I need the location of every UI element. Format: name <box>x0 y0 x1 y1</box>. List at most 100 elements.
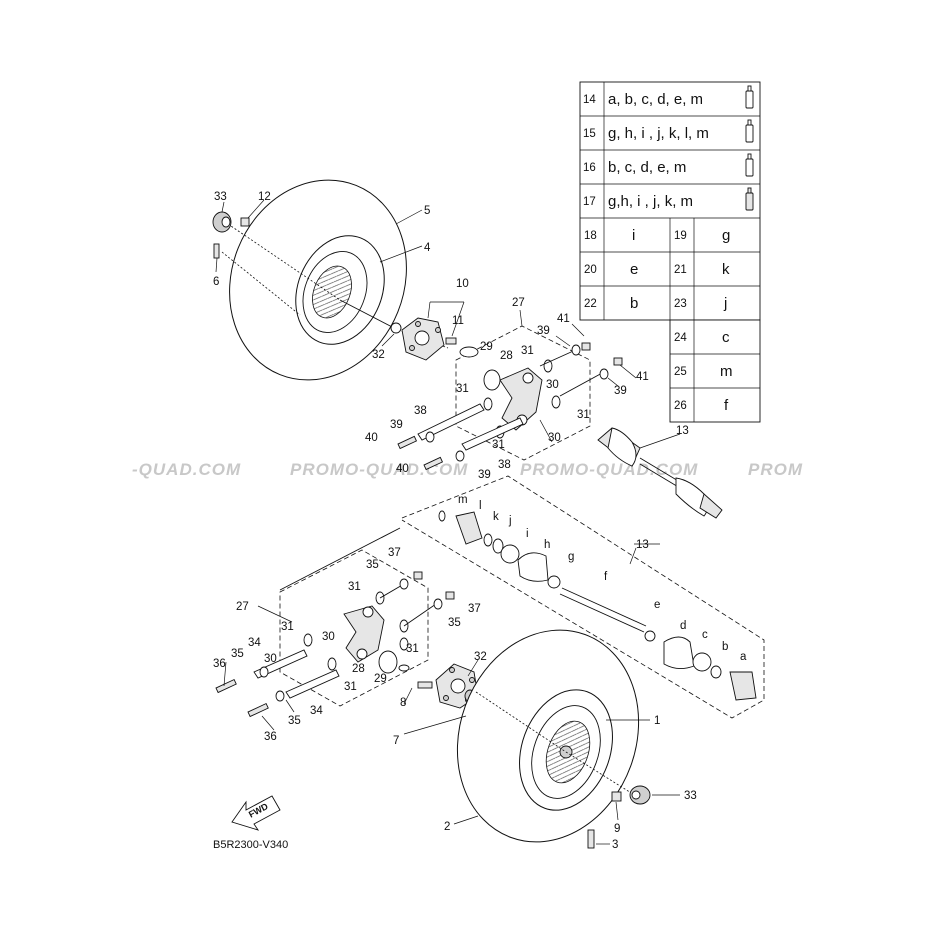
callout-m: m <box>458 494 468 506</box>
upper-wheel-assembly <box>212 179 457 381</box>
callout-40: 40 <box>396 463 409 475</box>
callout-k: k <box>493 511 499 523</box>
callout-38: 38 <box>414 405 427 417</box>
callout-41: 41 <box>557 313 570 325</box>
callout-l: l <box>479 500 482 512</box>
legend-row-number: 18 <box>584 230 597 242</box>
nut <box>413 571 423 580</box>
wheel-stud <box>417 681 433 689</box>
legend-row-letter: b <box>630 295 638 312</box>
callout-j: j <box>508 515 512 527</box>
nut <box>613 357 623 366</box>
lower-knuckle-group <box>215 527 455 718</box>
bushing <box>543 359 553 373</box>
pivot-bolt <box>397 403 485 450</box>
callout-28: 28 <box>352 663 365 675</box>
callout-41: 41 <box>636 371 649 383</box>
callout-31: 31 <box>348 581 361 593</box>
callout-35: 35 <box>366 559 379 571</box>
callout-6: 6 <box>213 276 219 288</box>
legend-row-number: 23 <box>674 298 687 310</box>
callout-3: 3 <box>612 839 618 851</box>
bushing <box>399 637 409 651</box>
nut <box>581 342 591 351</box>
callout-c: c <box>702 629 708 641</box>
grease-tube-icon <box>745 153 754 177</box>
callout-40: 40 <box>365 432 378 444</box>
watermark-layer: -QUAD.COM PROMO-QUAD.COM PROMO-QUAD.COM … <box>132 460 802 479</box>
legend-row-letter: e <box>630 261 638 278</box>
callout-39: 39 <box>390 419 403 431</box>
callout-29: 29 <box>374 673 387 685</box>
boot-band <box>500 544 520 564</box>
leader-lines <box>215 199 681 845</box>
forward-direction-arrow-icon: FWD <box>231 795 281 831</box>
grease-tube-icon <box>745 85 754 109</box>
bearing <box>483 369 501 391</box>
callout-31: 31 <box>456 383 469 395</box>
circlip <box>459 346 479 358</box>
legend-row-number: 21 <box>674 264 687 276</box>
callout-8: 8 <box>400 697 406 709</box>
callout-30: 30 <box>322 631 335 643</box>
callout-30: 30 <box>546 379 559 391</box>
washer <box>571 344 581 356</box>
nut <box>445 591 455 600</box>
callout-32: 32 <box>474 651 487 663</box>
callout-e: e <box>654 599 660 611</box>
wheel-stud <box>445 337 457 345</box>
callout-31: 31 <box>344 681 357 693</box>
bearing <box>378 650 398 674</box>
callout-11: 11 <box>452 315 464 327</box>
cv-boot <box>663 636 695 669</box>
callout-27: 27 <box>512 297 525 309</box>
pivot-bolt <box>423 417 524 471</box>
callout-30: 30 <box>548 432 561 444</box>
valve-stem <box>213 243 220 259</box>
callout-35: 35 <box>231 648 244 660</box>
circlip <box>483 533 493 547</box>
callout-d: d <box>680 620 686 632</box>
callout-31: 31 <box>521 345 534 357</box>
legend-row-number: 25 <box>674 366 687 378</box>
washer <box>433 598 443 610</box>
diagram-code: B5R2300-V340 <box>213 839 288 851</box>
legend-row-letter: k <box>722 261 730 278</box>
callout-29: 29 <box>480 341 493 353</box>
grease-tube-icon <box>745 187 754 211</box>
callout-a: a <box>740 651 747 663</box>
callout-39: 39 <box>537 325 550 337</box>
callout-30: 30 <box>264 653 277 665</box>
boot-band <box>692 652 712 672</box>
legend-row-letter: f <box>724 397 729 414</box>
callout-32: 32 <box>372 349 385 361</box>
washer <box>599 368 609 380</box>
legend-row-number: 17 <box>583 196 596 208</box>
legend-row-letter: i <box>632 227 635 244</box>
grease-tube-icon <box>745 119 754 143</box>
callout-12: 12 <box>258 191 271 203</box>
callout-b: b <box>722 641 728 653</box>
snap-ring <box>438 510 446 522</box>
legend-row-parts: a, b, c, d, e, m <box>608 91 703 108</box>
circlip <box>710 665 722 679</box>
watermark-text: PROMO-QUAD.COM <box>290 460 468 479</box>
callout-g: g <box>568 551 574 563</box>
lower-drive-shaft-exploded <box>401 475 765 719</box>
lug-nut <box>240 217 250 227</box>
lug-nut <box>611 791 622 802</box>
callout-9: 9 <box>614 823 620 835</box>
spider <box>492 538 504 554</box>
legend-row-number: 22 <box>584 298 597 310</box>
callout-33: 33 <box>214 191 227 203</box>
cv-joint-inner <box>455 511 483 545</box>
callout-4: 4 <box>424 242 431 254</box>
legend-row-number: 15 <box>583 128 596 140</box>
upper-knuckle-group <box>397 325 623 471</box>
callout-1: 1 <box>654 715 660 727</box>
callout-i: i <box>526 528 529 540</box>
legend-row-parts: b, c, d, e, m <box>608 159 686 176</box>
callout-38: 38 <box>498 459 511 471</box>
circlip <box>398 664 410 672</box>
hub-nut-cap <box>629 785 651 805</box>
